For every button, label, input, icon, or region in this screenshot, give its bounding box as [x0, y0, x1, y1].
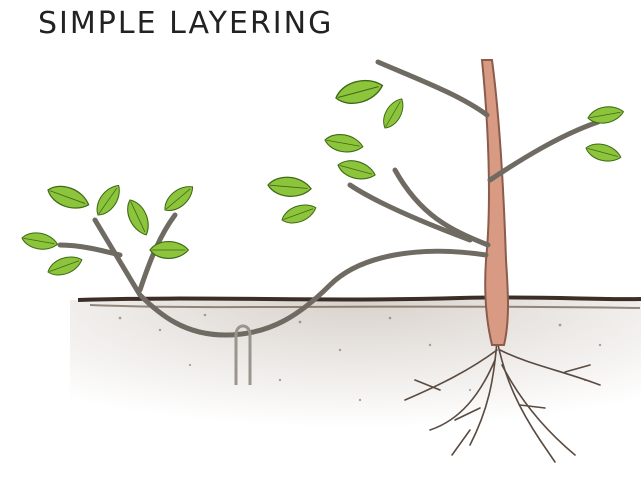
layered-branch-leaves [21, 181, 198, 280]
tree-branches [350, 62, 598, 245]
soil [70, 297, 641, 460]
tree-trunk [482, 60, 508, 345]
tree-leaves [267, 75, 625, 227]
